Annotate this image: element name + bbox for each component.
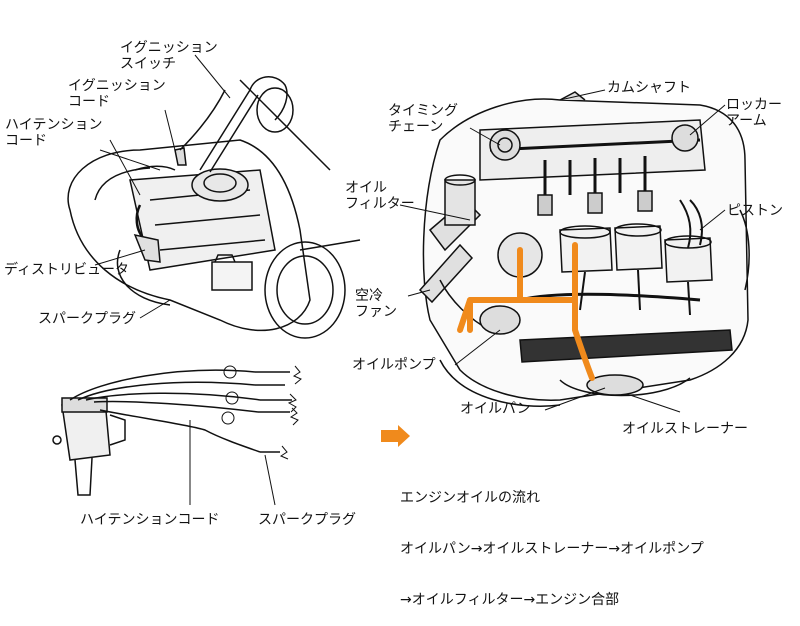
label-air-cooling-fan: 空冷 ファン: [355, 288, 397, 320]
label-camshaft: カムシャフト: [607, 80, 691, 96]
ignition-engine-sketch: [67, 76, 361, 339]
label-high-tension-cord-bottom: ハイテンションコード: [80, 512, 220, 528]
label-oil-filter: オイル フィルター: [345, 180, 415, 212]
oil-flow-path: [457, 242, 595, 381]
label-ignition-cord: イグニッション コード: [68, 78, 166, 110]
oil-flow-legend: エンジンオイルの流れ オイルパン→オイルストレーナー→オイルポンプ →オイルフィ…: [400, 456, 704, 626]
label-oil-pump: オイルポンプ: [352, 357, 436, 373]
label-spark-plug-bottom: スパークプラグ: [258, 512, 356, 528]
label-ignition-switch: イグニッション スイッチ: [120, 40, 218, 72]
label-timing-chain: タイミング チェーン: [388, 103, 458, 135]
label-high-tension-cord-top: ハイテンション コード: [5, 117, 103, 149]
engine-diagram-illustration: [52, 54, 750, 506]
label-piston: ピストン: [727, 203, 783, 219]
label-oil-pan: オイルパン: [460, 401, 531, 417]
legend-line-2: →オイルフィルター→エンジン合部: [400, 592, 620, 608]
engine-cutaway-sketch: [418, 91, 750, 407]
label-oil-strainer: オイルストレーナー: [622, 421, 748, 437]
label-distributor: ディストリビュータ: [4, 262, 130, 278]
label-rocker-arm: ロッカー アーム: [726, 97, 782, 129]
legend-line-1: オイルパン→オイルストレーナー→オイルポンプ: [400, 541, 704, 557]
distributor-wiring-sketch: [52, 365, 302, 506]
label-spark-plug-top: スパークプラグ: [38, 311, 136, 327]
oil-flow-legend-arrow: [381, 425, 410, 447]
legend-title: エンジンオイルの流れ: [400, 490, 540, 506]
